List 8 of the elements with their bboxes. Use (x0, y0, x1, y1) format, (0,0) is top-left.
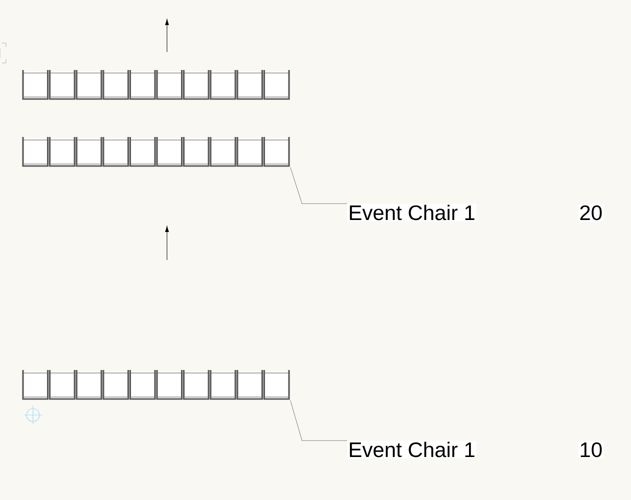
callout-text: Event Chair 1 (347, 204, 476, 222)
chair-drawing (263, 137, 290, 167)
callout-text: Event Chair 1 (347, 440, 476, 458)
leader-line (290, 167, 348, 204)
quantity-label: 20 (578, 204, 604, 222)
leader-line (290, 400, 348, 441)
quantity-label: 10 (578, 441, 604, 458)
chair-drawing (263, 370, 290, 400)
